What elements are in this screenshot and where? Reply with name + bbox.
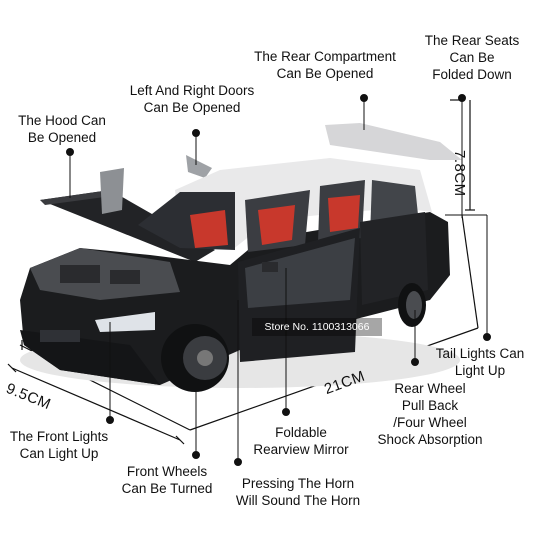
label-rear-seats: The Rear Seats Can Be Folded Down	[424, 33, 520, 82]
label-rear-compartment: The Rear Compartment Can Be Opened	[254, 49, 396, 81]
dimension-height: 7.8CM	[451, 150, 468, 197]
label-hood: The Hood Can Be Opened	[18, 113, 106, 145]
label-horn: Pressing The Horn Will Sound The Horn	[235, 476, 361, 508]
label-tail-lights: Tail Lights Can Light Up	[435, 346, 525, 378]
label-front-wheels: Front Wheels Can Be Turned	[121, 464, 213, 496]
store-watermark: Store No. 1100313066	[252, 318, 382, 336]
leaders	[66, 94, 491, 466]
label-doors: Left And Right Doors Can Be Opened	[129, 83, 255, 115]
car-body	[20, 123, 462, 392]
label-mirror: Foldable Rearview Mirror	[253, 425, 349, 457]
label-rear-wheel: Rear Wheel Pull Back /Four Wheel Shock A…	[377, 381, 483, 447]
label-front-lights: The Front Lights Can Light Up	[9, 429, 109, 461]
